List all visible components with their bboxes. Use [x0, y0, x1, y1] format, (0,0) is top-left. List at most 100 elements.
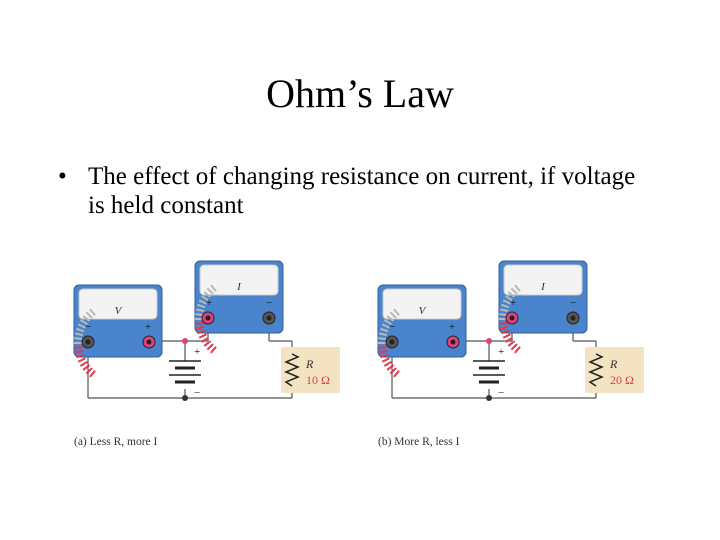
- voltmeter-minus-sign: −: [85, 321, 91, 333]
- voltmeter-label: V: [115, 305, 123, 317]
- voltmeter-scale-tick: [76, 327, 85, 333]
- voltmeter-scale-tick: [89, 370, 96, 378]
- battery-plus-sign: +: [194, 346, 200, 358]
- ammeter: I+−: [498, 260, 588, 354]
- ammeter-face: [199, 264, 279, 296]
- ammeter-scale-tick: [510, 343, 518, 351]
- voltmeter-plus-sign: +: [449, 321, 455, 333]
- voltmeter-scale-tick: [77, 357, 86, 363]
- voltmeter-scale-tick: [381, 357, 390, 363]
- ammeter-scale-tick: [195, 308, 205, 313]
- junction-dot-top: [486, 338, 492, 344]
- voltmeter-scale-tick: [378, 332, 388, 337]
- voltmeter-scale-tick: [393, 370, 400, 378]
- ammeter-scale-tick: [210, 284, 217, 292]
- ammeter-scale-tick: [502, 299, 511, 305]
- voltmeter-scale-tick: [378, 349, 388, 354]
- junction-dot-bottom: [182, 395, 188, 401]
- voltmeter-scale-tick: [79, 319, 88, 326]
- battery-minus-sign: −: [194, 387, 200, 399]
- ammeter-scale-tick: [499, 325, 509, 330]
- voltmeter-scale-tick: [74, 332, 84, 337]
- voltmeter-scale-tick: [380, 327, 389, 333]
- voltmeter-scale-tick: [89, 308, 96, 316]
- circuit-diagram-b: V−+I+−+−R20 Ω(b) More R, less I: [377, 260, 644, 448]
- ammeter-scale-tick: [203, 291, 212, 298]
- ammeter-scale-tick: [206, 287, 214, 295]
- ammeter-label: I: [540, 281, 546, 293]
- ammeter-scale-tick: [200, 336, 209, 343]
- voltmeter-scale-tick: [74, 349, 84, 354]
- battery-minus-sign: −: [498, 387, 504, 399]
- ammeter-scale-tick: [514, 284, 521, 292]
- ammeter-scale-tick: [510, 287, 518, 295]
- voltmeter-scale-tick: [82, 315, 91, 322]
- voltmeter-scale-tick: [386, 315, 395, 322]
- voltmeter-plus-terminal-hole: [146, 339, 152, 345]
- slide-title: Ohm’s Law: [266, 71, 454, 116]
- circuit-caption: (b) More R, less I: [378, 436, 460, 448]
- ammeter-face: [503, 264, 583, 296]
- resistor-symbol: R: [305, 357, 314, 371]
- bullet-dot: •: [58, 163, 67, 190]
- junction-dot-top: [182, 338, 188, 344]
- ammeter-plus-sign: −: [570, 297, 576, 309]
- ammeter-scale-tick: [203, 340, 212, 347]
- voltmeter-plus-terminal-hole: [450, 339, 456, 345]
- voltmeter-scale-tick: [380, 353, 389, 359]
- battery: [169, 360, 201, 384]
- voltmeter-plus-sign: +: [145, 321, 151, 333]
- ammeter-scale-tick: [210, 346, 217, 354]
- voltmeter-scale-tick: [383, 360, 392, 367]
- ammeter-scale-tick: [195, 313, 204, 317]
- voltmeter-scale-tick: [383, 319, 392, 326]
- resistor-zigzag: [588, 353, 604, 387]
- voltmeter-scale-tick: [393, 308, 400, 316]
- ammeter-scale-tick: [504, 295, 513, 302]
- ammeter-scale-tick: [502, 333, 511, 339]
- ammeter-scale-tick: [195, 325, 205, 330]
- voltmeter-label: V: [419, 305, 427, 317]
- ammeter-label: I: [236, 281, 242, 293]
- voltmeter-minus-terminal-hole: [85, 339, 91, 345]
- junction-dot-bottom: [486, 395, 492, 401]
- voltmeter-scale-tick: [77, 323, 86, 329]
- voltmeter-scale-tick: [389, 367, 397, 375]
- ammeter-scale-tick: [507, 340, 516, 347]
- voltmeter-scale-tick: [74, 345, 83, 349]
- ammeter-scale-tick: [198, 299, 207, 305]
- circuit-diagram-a: V − + I + − + − R 10 Ω (a) Less R, more I: [73, 260, 340, 448]
- voltmeter-scale-tick: [378, 345, 387, 349]
- ammeter-minus-terminal-hole: [266, 315, 272, 321]
- ammeter-scale-tick: [499, 313, 508, 317]
- battery: [473, 360, 505, 384]
- ammeter-scale-tick: [507, 291, 516, 298]
- ammeter-plus-terminal-hole: [509, 315, 515, 321]
- voltmeter-minus-sign: −: [389, 321, 395, 333]
- bullet-text: The effect of changing resistance on cur…: [88, 163, 636, 219]
- voltmeter-scale-tick: [386, 364, 395, 371]
- ammeter-scale-tick: [501, 329, 510, 335]
- battery-plus-sign: +: [498, 346, 504, 358]
- voltmeter-scale-tick: [79, 360, 88, 367]
- ammeter-scale-tick: [198, 333, 207, 339]
- ammeter-scale-tick: [197, 329, 206, 335]
- ammeter-plus-terminal-hole: [205, 315, 211, 321]
- ammeter-minus-sign: +: [206, 297, 212, 309]
- resistor-zigzag: [284, 353, 300, 387]
- voltmeter-scale-tick: [381, 323, 390, 329]
- circuit-caption: (a) Less R, more I: [74, 436, 158, 448]
- ammeter-scale-tick: [499, 321, 508, 325]
- resistor-value: 10 Ω: [306, 373, 330, 387]
- resistor-value: 20 Ω: [610, 373, 634, 387]
- ammeter-scale-tick: [514, 346, 521, 354]
- ammeter-scale-tick: [501, 303, 510, 309]
- ammeter-scale-tick: [504, 336, 513, 343]
- ammeter-scale-tick: [197, 303, 206, 309]
- voltmeter-scale-tick: [85, 311, 93, 319]
- ammeter-plus-sign: −: [266, 297, 272, 309]
- ammeter-scale-tick: [200, 295, 209, 302]
- voltmeter-scale-tick: [82, 364, 91, 371]
- ammeter-scale-tick: [195, 321, 204, 325]
- voltmeter-face: [382, 288, 462, 320]
